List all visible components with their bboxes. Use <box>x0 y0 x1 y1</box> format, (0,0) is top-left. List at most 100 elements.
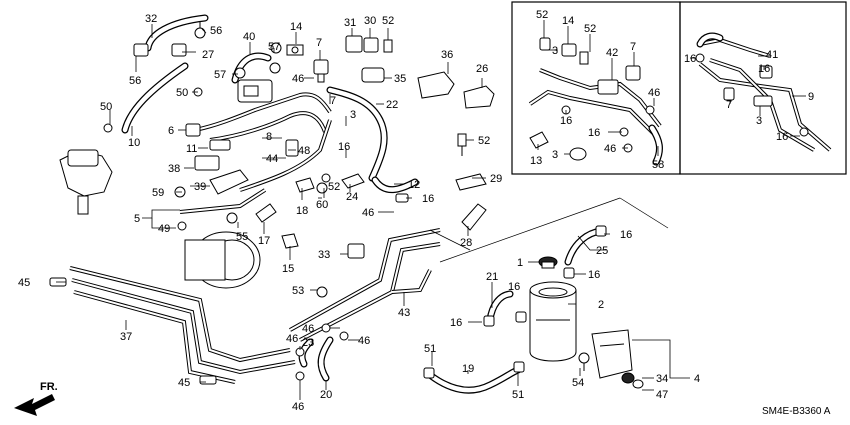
leader-lines <box>56 24 690 400</box>
callout-16: 16 <box>338 141 350 153</box>
callout-16: 16 <box>776 131 788 143</box>
hose-44 <box>239 119 332 192</box>
pump-body <box>59 149 113 215</box>
callout-55: 55 <box>236 231 248 243</box>
bracket-4 <box>591 329 633 379</box>
callout-labels: 32 56 27 56 40 57 57 14 7 31 30 52 36 26… <box>18 9 814 413</box>
direction-label: FR. <box>40 381 58 393</box>
hose-25 <box>564 228 600 266</box>
callout-46: 46 <box>604 143 616 155</box>
callout-24: 24 <box>346 191 358 203</box>
callout-32: 32 <box>145 13 157 25</box>
inset-2-parts <box>695 32 832 152</box>
callout-51: 51 <box>424 343 436 355</box>
callout-43: 43 <box>398 307 410 319</box>
callout-46: 46 <box>358 335 370 347</box>
callout-59: 59 <box>152 187 164 199</box>
hose-19 <box>426 366 522 394</box>
clip-15 <box>281 233 299 249</box>
callout-45: 45 <box>178 377 190 389</box>
callout-6: 6 <box>168 125 174 137</box>
callout-39: 39 <box>194 181 206 193</box>
callout-38: 38 <box>168 163 180 175</box>
callout-57: 57 <box>214 69 226 81</box>
callout-36: 36 <box>441 49 453 61</box>
callout-46: 46 <box>286 333 298 345</box>
cap-1 <box>538 256 558 269</box>
callout-25: 25 <box>596 245 608 257</box>
callout-51: 51 <box>512 389 524 401</box>
callout-4: 4 <box>694 373 700 385</box>
callout-3: 3 <box>552 149 558 161</box>
callout-3: 3 <box>350 109 356 121</box>
callout-46: 46 <box>292 73 304 85</box>
callout-22: 22 <box>386 99 398 111</box>
diagram-code: SM4E-B3360 A <box>762 406 831 417</box>
clip-24 <box>341 173 365 189</box>
callout-10: 10 <box>128 137 140 149</box>
callout-52: 52 <box>536 9 548 21</box>
callout-46: 46 <box>362 207 374 219</box>
hose-32 <box>144 14 209 52</box>
callout-7: 7 <box>726 99 732 111</box>
callout-16: 16 <box>560 115 572 127</box>
callout-56: 56 <box>210 25 222 37</box>
callout-29: 29 <box>490 173 502 185</box>
callout-54: 54 <box>572 377 584 389</box>
callout-7: 7 <box>630 41 636 53</box>
callout-31: 31 <box>344 17 356 29</box>
clamp-27 <box>133 43 187 57</box>
callout-7: 7 <box>330 95 336 107</box>
callout-52: 52 <box>328 181 340 193</box>
callout-5: 5 <box>134 213 140 225</box>
callout-16: 16 <box>508 281 520 293</box>
callout-46: 46 <box>648 87 660 99</box>
callout-14: 14 <box>290 21 302 33</box>
callout-46: 46 <box>292 401 304 413</box>
callout-3: 3 <box>756 115 762 127</box>
callout-17: 17 <box>258 235 270 247</box>
reservoir-tank-2 <box>529 281 577 362</box>
callout-50: 50 <box>176 87 188 99</box>
clamps-16-tank <box>483 225 607 327</box>
pipe-5 <box>179 188 267 214</box>
bracket-26 <box>463 85 495 109</box>
callout-56: 56 <box>129 75 141 87</box>
callout-7: 7 <box>316 37 322 49</box>
callout-15: 15 <box>282 263 294 275</box>
clamps-51 <box>423 361 525 379</box>
callout-60: 60 <box>316 199 328 211</box>
hose-10 <box>121 62 189 134</box>
inset-2-leaders <box>690 55 806 137</box>
callout-21: 21 <box>486 271 498 283</box>
bracket-38 <box>194 155 220 171</box>
inset-1-parts <box>528 37 663 166</box>
compressor <box>184 212 261 289</box>
callout-50: 50 <box>100 101 112 113</box>
callout-23: 23 <box>302 337 314 349</box>
callout-28: 28 <box>460 237 472 249</box>
callout-1: 1 <box>517 257 523 269</box>
callout-42: 42 <box>606 47 618 59</box>
callout-52: 52 <box>382 15 394 27</box>
hose-22 <box>326 86 388 182</box>
callout-16: 16 <box>684 53 696 65</box>
callout-33: 33 <box>318 249 330 261</box>
bracket-39 <box>209 169 249 195</box>
callout-52: 52 <box>478 135 490 147</box>
clamp-35 <box>361 67 385 83</box>
grommet-34-47 <box>621 372 644 389</box>
callout-16: 16 <box>588 269 600 281</box>
pipe-43 <box>289 228 441 342</box>
bracket-36 <box>417 71 455 99</box>
bolt-52 <box>457 133 467 156</box>
part-7 <box>313 59 329 83</box>
washer-49 <box>177 221 187 231</box>
fitting-57 <box>234 42 282 79</box>
callout-52: 52 <box>584 23 596 35</box>
bracket-28 <box>461 203 487 231</box>
callout-8: 8 <box>266 131 272 143</box>
callout-26: 26 <box>476 63 488 75</box>
clamps-46-lower <box>295 323 349 381</box>
